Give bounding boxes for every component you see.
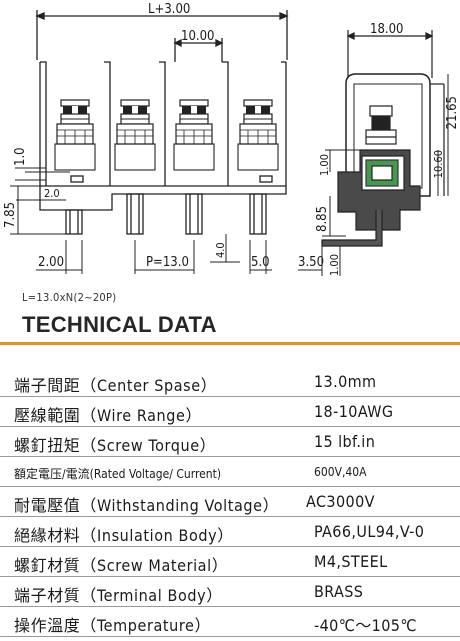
spec-row: 螺釘材質（Screw Material） M4,STEEL	[0, 547, 460, 577]
spec-row: 螺釘扭矩（Screw Torque） 15 lbf.in	[0, 427, 460, 457]
spec-table: 端子間距（Center Spase） 13.0mm 壓線範圍（Wire Rang…	[0, 367, 460, 637]
length-formula: L=13.0xN(2~20P)	[22, 291, 117, 304]
dim-side-pin-height: 8.85	[315, 206, 330, 232]
dim-height-total: 21.65	[445, 96, 460, 129]
spec-value: M4,STEEL	[314, 552, 388, 571]
dim-height-mid: 10.60	[432, 150, 445, 178]
dim-pin-offset: 1.00	[318, 154, 331, 176]
spec-label: 端子材質（Terminal Body）	[14, 586, 223, 605]
technical-drawing: L+3.00 10.00 18.00 21.65 10.60 1.00 1.0 …	[0, 0, 460, 290]
spec-label: 螺釘材質（Screw Material）	[14, 556, 229, 575]
spec-label: 螺釘扭矩（Screw Torque）	[14, 436, 217, 455]
dim-side-bottom: 1.00	[328, 254, 341, 276]
spec-value: 600V,40A	[314, 465, 367, 479]
title-rule	[0, 342, 460, 345]
spec-value: PA66,UL94,V-0	[314, 522, 425, 541]
dim-pitch: P=13.0	[146, 255, 189, 270]
dim-left-bottom-height: 7.85	[3, 202, 18, 228]
spec-row: 端子間距（Center Spase） 13.0mm	[0, 367, 460, 397]
dim-side-width: 18.00	[370, 22, 403, 37]
dim-side-pin-offset: 3.50	[298, 255, 324, 270]
side-view	[321, 30, 445, 247]
dim-overall-length: L+3.00	[148, 2, 190, 17]
spec-label: 操作溫度（Temperature）	[14, 616, 212, 635]
spec-value: AC3000V	[306, 492, 375, 511]
spec-value: -40℃～105℃	[314, 616, 417, 635]
spec-label: 壓線範圍（Wire Range）	[14, 406, 203, 425]
dim-wire: 2.0	[44, 187, 60, 200]
front-view	[35, 10, 289, 235]
spec-value: BRASS	[314, 582, 364, 601]
spec-row: 耐電壓值（Withstanding Voltage） AC3000V	[0, 487, 460, 517]
spec-row: 壓線範圍（Wire Range） 18-10AWG	[0, 397, 460, 427]
spec-row: 端子材質（Terminal Body） BRASS	[0, 577, 460, 607]
dim-pin-width: 5.0	[251, 255, 270, 270]
dim-top-width: 10.00	[181, 29, 214, 44]
spec-label: 額定電压/電流(Rated Voltage/ Current)	[14, 467, 222, 481]
spec-row: 操作溫度（Temperature） -40℃～105℃	[0, 607, 460, 637]
spec-value: 18-10AWG	[314, 402, 394, 421]
spec-label: 端子間距（Center Spase）	[14, 376, 218, 395]
spec-value: 13.0mm	[314, 372, 377, 391]
spec-row: 額定電压/電流(Rated Voltage/ Current) 600V,40A	[0, 457, 460, 487]
spec-label: 耐電壓值（Withstanding Voltage）	[14, 496, 280, 515]
dim-pin-dia: 2.00	[38, 255, 64, 270]
dim-pin-length: 4.0	[214, 242, 227, 258]
dim-left-height: 1.0	[13, 147, 28, 166]
spec-row: 絕緣材料（Insulation Body） PA66,UL94,V-0	[0, 517, 460, 547]
spec-value: 15 lbf.in	[314, 432, 376, 451]
section-title: TECHNICAL DATA	[22, 312, 217, 337]
spec-label: 絕緣材料（Insulation Body）	[14, 526, 234, 545]
